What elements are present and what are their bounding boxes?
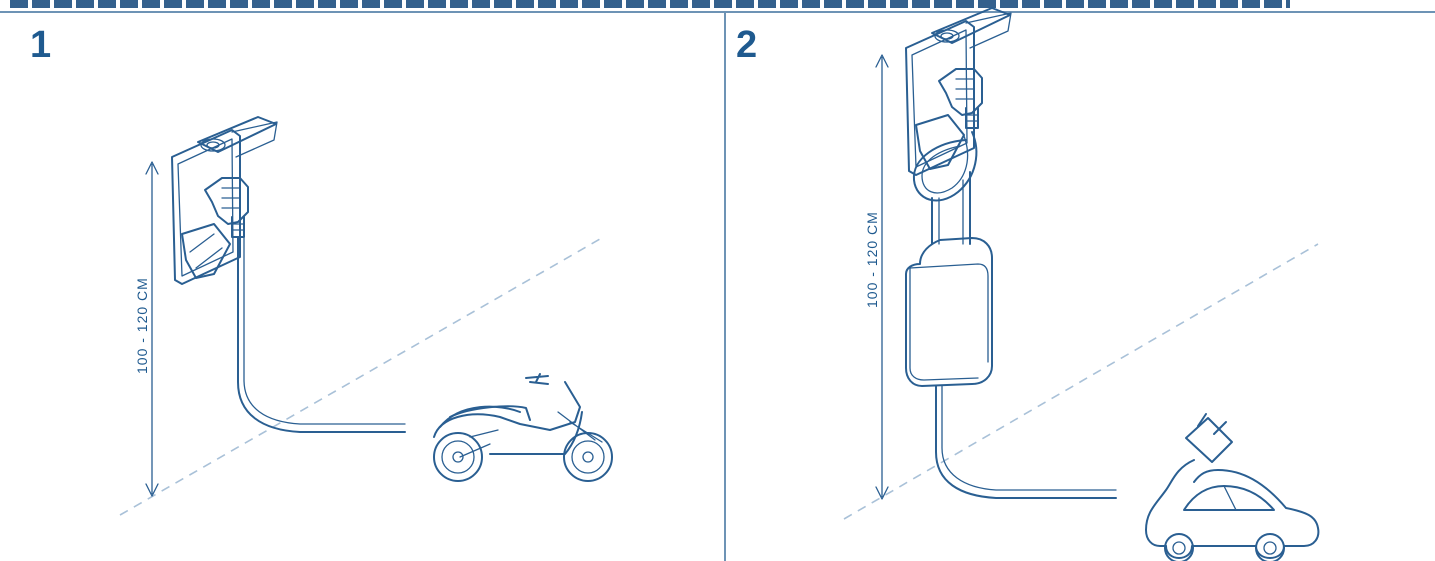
panel-2: 2 100 - 120 CM — [726, 7, 1435, 561]
panel-2-illustration — [843, 7, 1320, 561]
ground-line — [843, 243, 1319, 520]
panel-1-illustration — [119, 116, 613, 516]
height-dimension-arrow — [875, 54, 889, 500]
wall-socket-icon — [171, 116, 278, 285]
height-dimension-arrow — [145, 161, 159, 497]
scooter-icon — [433, 373, 613, 482]
cropped-top-text — [0, 0, 1435, 12]
step-number: 1 — [30, 24, 52, 66]
step-number: 2 — [736, 24, 758, 66]
electric-car-plug-icon — [1145, 413, 1320, 561]
panel-divider — [724, 12, 726, 561]
control-box-icon — [905, 237, 993, 387]
panel-1: 1 100 - 120 CM — [0, 12, 725, 561]
cable-loop — [912, 131, 978, 245]
top-border — [0, 11, 1435, 13]
wall-socket-icon — [905, 7, 1012, 176]
charging-cable — [935, 385, 1117, 499]
ground-line — [119, 238, 601, 516]
charging-cable — [237, 237, 406, 433]
